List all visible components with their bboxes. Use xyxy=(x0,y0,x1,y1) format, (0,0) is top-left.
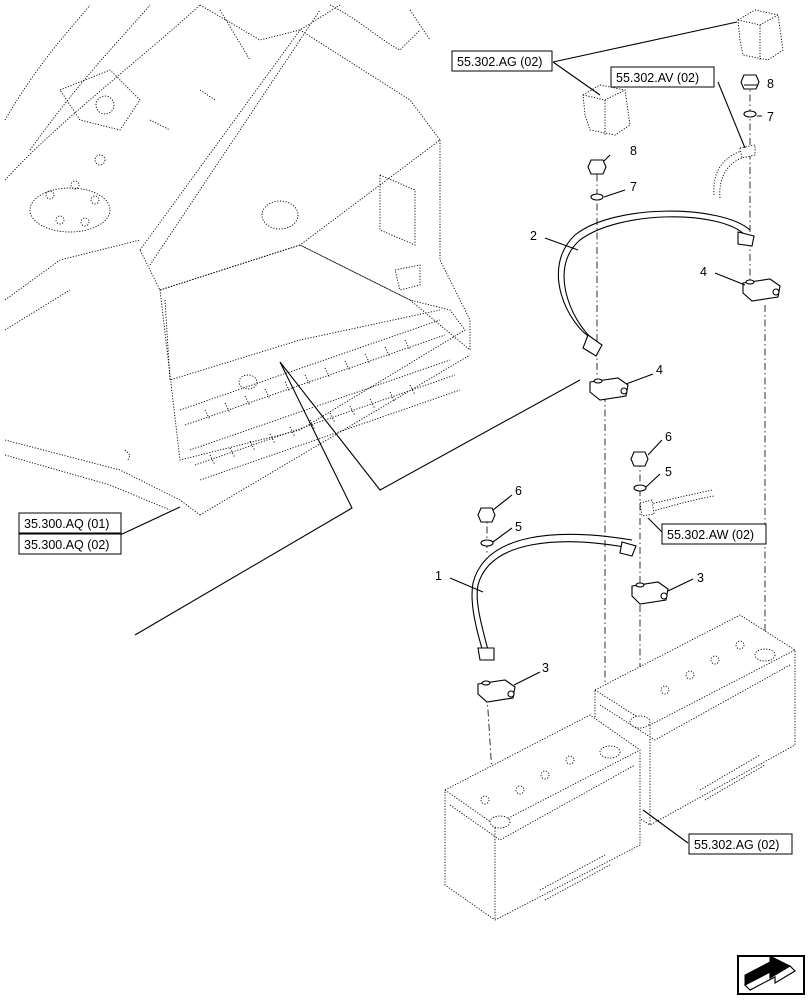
svg-text:35.300.AQ (02): 35.300.AQ (02) xyxy=(24,538,109,552)
terminal-cover-left xyxy=(582,84,631,136)
terminal-cover-right xyxy=(737,9,784,61)
callout-6-left: 6 xyxy=(515,484,522,498)
callout-8-right: 8 xyxy=(767,77,774,91)
chassis-battery-box xyxy=(4,4,471,516)
callout-4-upper: 4 xyxy=(656,363,663,377)
ref-box-aq-01[interactable]: 35.300.AQ (01) xyxy=(18,512,122,534)
nut-6-left xyxy=(477,507,496,523)
ref-box-aq-02[interactable]: 35.300.AQ (02) xyxy=(18,533,122,555)
callout-7-right: 7 xyxy=(767,110,774,124)
svg-text:35.300.AQ (01): 35.300.AQ (01) xyxy=(24,517,109,531)
clamp-3-right xyxy=(631,581,669,605)
ref-box-ag-bottom[interactable]: 55.302.AG (02) xyxy=(688,833,793,855)
nut-6-right xyxy=(630,451,649,467)
washer-5-left xyxy=(480,539,494,547)
battery-right xyxy=(594,614,796,826)
nut-8-right xyxy=(740,74,760,90)
clamp-3-left xyxy=(477,679,516,703)
ref-box-ag-top[interactable]: 55.302.AG (02) xyxy=(451,50,553,72)
callout-7-left: 7 xyxy=(630,180,637,194)
callout-3-right: 3 xyxy=(697,571,704,585)
callout-5-right: 5 xyxy=(665,465,672,479)
svg-text:55.302.AW (02): 55.302.AW (02) xyxy=(667,528,754,542)
cable-aw xyxy=(639,489,715,517)
cable-av xyxy=(713,144,756,199)
callout-5-left: 5 xyxy=(515,520,522,534)
callout-leaders xyxy=(449,21,762,844)
callout-6-right: 6 xyxy=(665,430,672,444)
ref-box-av[interactable]: 55.302.AV (02) xyxy=(610,66,715,88)
battery-left xyxy=(444,714,641,921)
washer-7-right xyxy=(743,110,757,118)
callout-2: 2 xyxy=(530,229,537,243)
svg-text:55.302.AG (02): 55.302.AG (02) xyxy=(457,55,542,69)
next-page-arrow-icon[interactable] xyxy=(737,955,805,995)
reference-leader xyxy=(119,506,181,536)
cable-1 xyxy=(471,533,637,661)
svg-text:55.302.AV (02): 55.302.AV (02) xyxy=(616,71,699,85)
ref-box-aw[interactable]: 55.302.AW (02) xyxy=(661,523,767,545)
washer-7-left xyxy=(590,193,604,201)
nut-8-left xyxy=(587,159,607,175)
item-callouts: 1 2 3 3 4 4 5 5 6 6 7 7 8 8 xyxy=(435,77,774,675)
callout-8-left: 8 xyxy=(630,144,637,158)
callout-4-right: 4 xyxy=(700,265,707,279)
callout-1: 1 xyxy=(435,569,442,583)
cable-2 xyxy=(557,210,755,357)
callout-3-left: 3 xyxy=(542,661,549,675)
washer-5-right xyxy=(633,484,647,492)
clamp-4-right xyxy=(742,278,781,302)
clamp-4-upper xyxy=(589,377,629,401)
section-line xyxy=(134,361,581,636)
svg-text:55.302.AG (02): 55.302.AG (02) xyxy=(694,838,779,852)
